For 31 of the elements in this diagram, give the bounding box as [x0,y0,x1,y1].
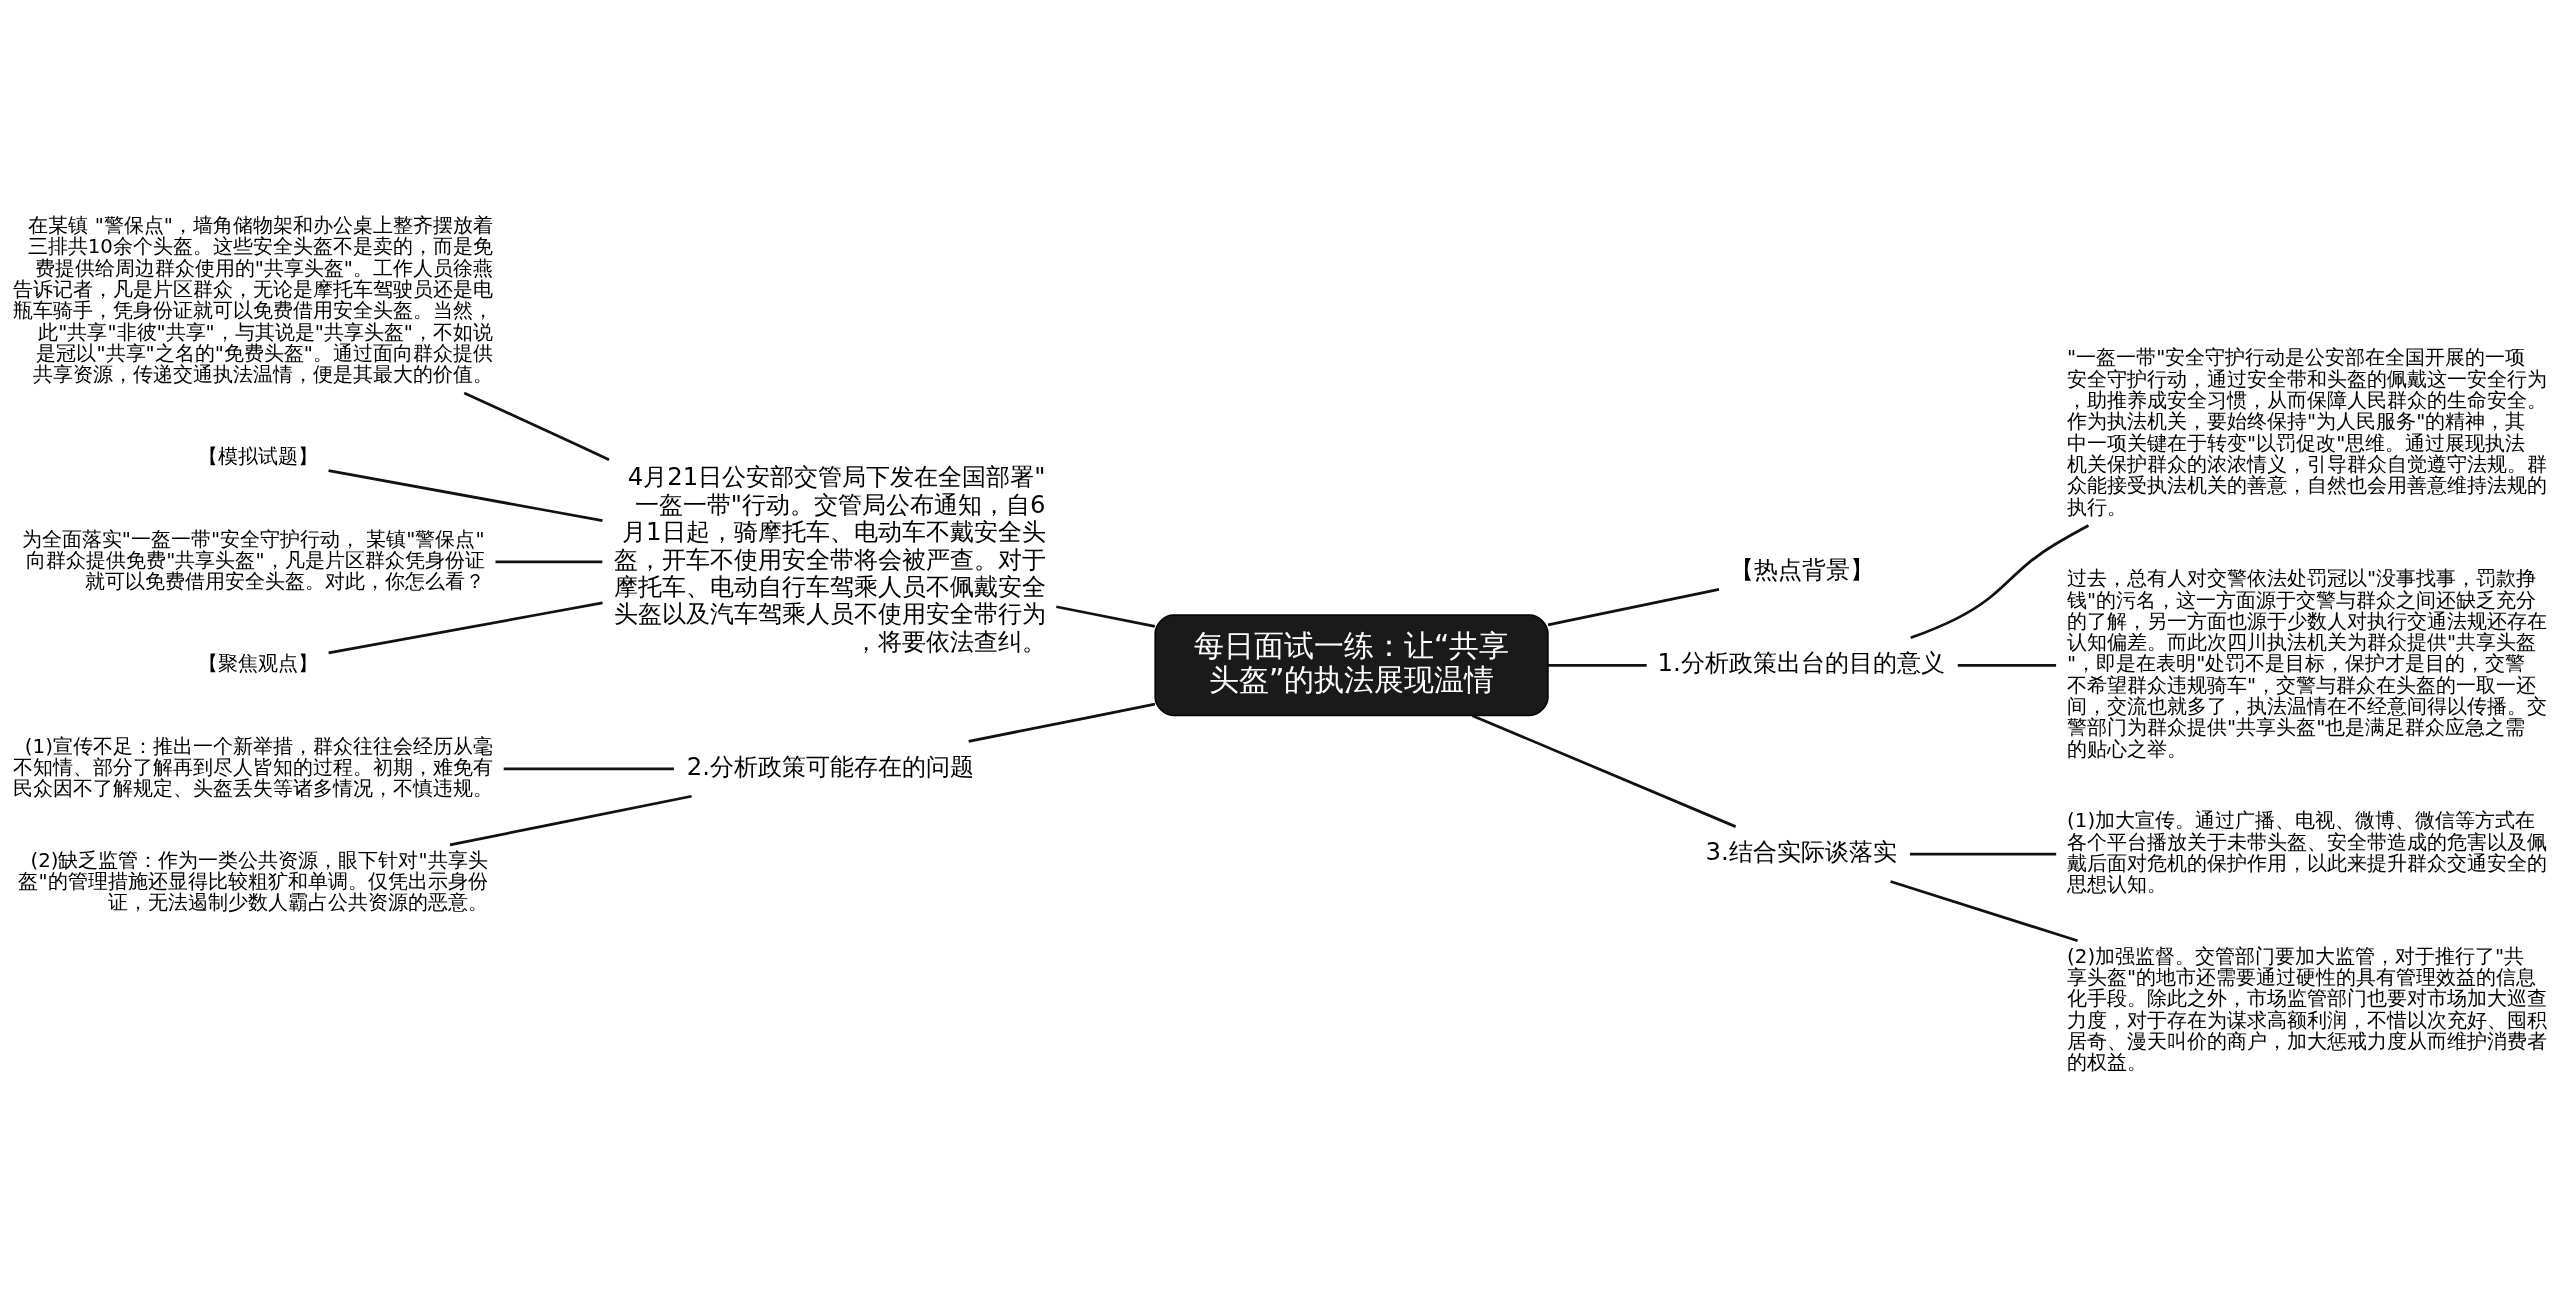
node-text: 2.分析政策可能存在的问题 [686,751,974,781]
connector [968,702,1156,743]
connector [1910,852,2057,856]
connector [1957,663,2057,667]
connector [1056,605,1156,628]
node-text: 3.结合实际谈落实 [1705,836,1897,866]
node-text: 过去，总有人对交警依法处罚冠以"没事找事，罚款挣钱"的污名，这一方面源于交警与群众之间还缺乏充分的了解，另一方面也源于少数人对执行交通法规还存在认知偏差。而此次四川执法机关为群众提供"共享头盔"，即是在表明"处罚不是目标，保护才是目的，交警不希望群众违规骑车"，交警与群众在头盔的一取一还间，交流也就多了，执法温情在不经意间得以传播。交警部门为群众提供"共享头盔"也是满足群众应急之需的贴心之举。 [2067,567,2548,761]
node-text: 为全面落实"一盔一带"安全守护行动， 某镇"警保点"向群众提供免费"共享头盔"，凡是片区群众凭身份证就可以免费借用安全头盔。对此，你怎么看？ [21,527,485,594]
connector [328,469,603,522]
node-text: "一盔一带"安全守护行动是公安部在全国开展的一项安全守护行动，通过安全带和头盔的佩戴这一安全行为，助推养成安全习惯，从而保障人民群众的生命安全。作为执法机关，要始终保持"为人民服务"的精神，其中一项关键在于转变"以罚促改"思维。通过展现执法机关保护群众的浓浓情义，引导群众自觉遵守法规。群众能接受执法机关的善意，自然也会用善意维持法规的执行。 [2067,346,2548,519]
connector [328,601,603,655]
connector [463,391,610,461]
node-text: (1)加大宣传。通过广播、电视、微博、微信等方式在各个平台播放关于未带头盔、安全带造成的危害以及佩戴后面对危机的保护作用，以此来提升群众交通安全的思想认知。 [2067,809,2548,897]
node-text: 【模拟试题】 [197,445,318,469]
connector [1547,588,1720,627]
node-text: (2)缺乏监管：作为一类公共资源，眼下针对"共享头盔"的管理措施还显得比较粗犷和单调。仅凭出示身份证，无法遏制少数人霸占公共资源的恶意。 [18,848,488,915]
node-box: 每日面试一练：让“共享头盔”的执法展现温情 [1154,614,1549,717]
node-text: (1)宣传不足：推出一个新举措，群众往往会经历从毫不知情、部分了解再到尽人皆知的过程。初期，难免有民众因不了解规定、头盔丢失等诸多情况，不慎违规。 [12,734,493,801]
connector [1890,880,2078,943]
connector [503,767,674,771]
node-text: 1.分析政策出台的目的意义 [1657,648,1945,678]
connector [495,560,603,564]
node-text: 【聚焦观点】 [197,652,318,676]
node-text: (2)加强监督。交管部门要加大监管，对于推行了"共享头盔"的地市还需要通过硬性的具有管理效益的信息化手段。除此之外，市场监管部门也要对市场加大巡查力度，对于存在为谋求高额利润，不惜以次充好、囤积居奇、漫天叫价的商户，加大惩戒力度从而维护消费者的权益。 [2067,944,2548,1075]
node-text: 4月21日公安部交管局下发在全国部署"一盔一带"行动。交管局公布通知，自6月1日起，骑摩托车、电动车不戴安全头盔，开车不使用安全带将会被严查。对于摩托车、电动自行车驾乘人员不佩戴安全头盔以及汽车驾乘人员不使用安全带行为，将要依法查纠。 [613,462,1046,656]
node-text: 【热点背景】 [1729,555,1874,585]
connector [1471,714,1737,828]
connector [449,794,692,847]
node-text: 在某镇 "警保点"，墙角储物架和办公桌上整齐摆放着三排共10余个头盔。这些安全头盔不是卖的，而是免费提供给周边群众使用的"共享头盔"。工作人员徐燕告诉记者，凡是片区群众，无论是摩托车驾驶员还是电瓶车骑手，凭身份证就可以免费借用安全头盔。当然，此"共享"非彼"共享"，与其说是"共享头盔"，不如说是冠以"共享"之名的"免费头盔"。通过面向群众提供共享资源，传递交通执法温情，便是其最大的价值。 [12,214,493,387]
connector [1910,524,2090,640]
connector [1548,663,1647,667]
